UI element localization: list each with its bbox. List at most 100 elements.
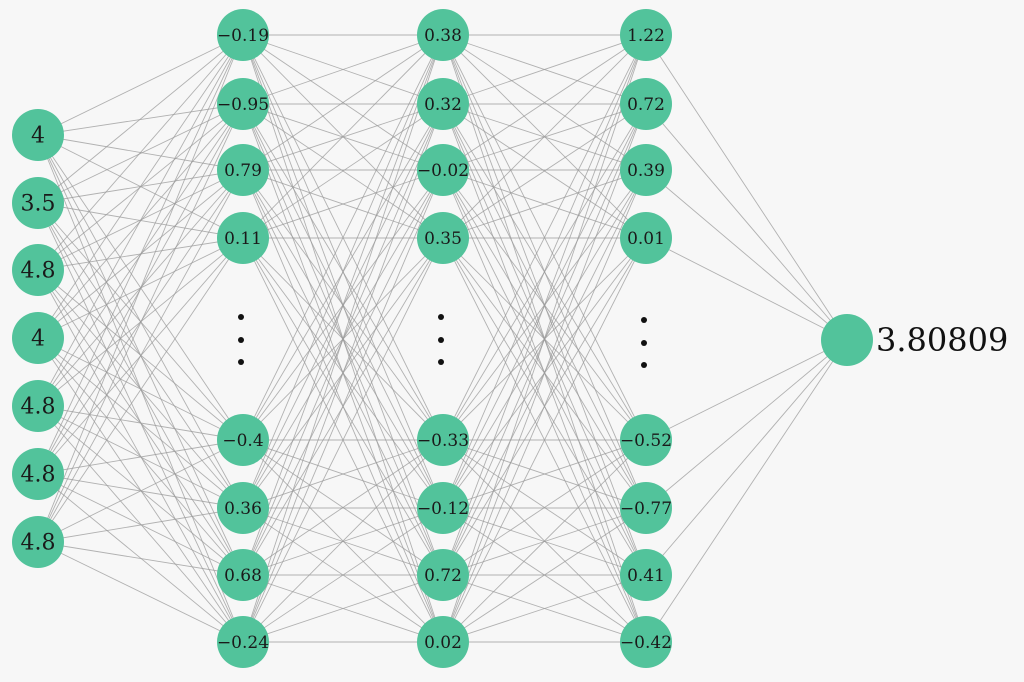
node-circle <box>12 448 64 500</box>
connection-edge <box>37 507 244 543</box>
connection-edge <box>442 34 647 576</box>
connection-edge <box>37 473 244 576</box>
node-value-label: 0.72 <box>424 566 462 586</box>
hidden-node: 0.32 <box>417 78 469 130</box>
connection-edge <box>442 507 647 643</box>
connection-edge <box>442 237 647 643</box>
node-circle <box>620 616 672 668</box>
node-value-label: 0.72 <box>627 95 665 115</box>
connection-edge <box>442 169 647 643</box>
ellipsis-dot <box>438 314 444 320</box>
ellipsis-dot <box>641 317 647 323</box>
connection-edge <box>37 34 244 475</box>
input-node: 4.8 <box>12 516 64 568</box>
node-circle <box>12 177 64 229</box>
connection-edge <box>442 103 647 239</box>
connection-edge <box>442 169 647 239</box>
output-node <box>821 314 873 366</box>
connection-edge <box>37 439 244 475</box>
connection-edge <box>442 34 647 105</box>
connection-edge <box>37 103 244 543</box>
connection-edge <box>37 34 244 543</box>
connection-edge <box>442 439 647 643</box>
node-value-label: 0.79 <box>224 161 262 181</box>
node-circle <box>417 414 469 466</box>
node-circle <box>620 144 672 196</box>
connection-edge <box>242 34 444 171</box>
ellipsis-dot <box>641 340 647 346</box>
hidden-node: 0.68 <box>217 549 269 601</box>
node-value-label: 0.11 <box>224 229 262 249</box>
hidden-node: 0.35 <box>417 212 469 264</box>
node-value-label: 0.01 <box>627 229 665 249</box>
input-node: 4.8 <box>12 244 64 296</box>
node-circle <box>417 482 469 534</box>
connection-edge <box>645 103 848 341</box>
connection-edge <box>242 34 444 643</box>
node-circle <box>217 482 269 534</box>
connection-edge <box>37 541 244 643</box>
hidden-node: −0.12 <box>417 482 469 534</box>
hidden-node: 1.22 <box>620 9 672 61</box>
connection-edge <box>242 34 444 509</box>
node-value-label: 0.38 <box>424 26 462 46</box>
node-value-label: 0.41 <box>627 566 665 586</box>
connection-edge <box>645 339 848 441</box>
ellipsis-dot <box>641 362 647 368</box>
node-value-label: 4.8 <box>21 395 56 420</box>
connection-edge <box>645 34 848 341</box>
node-value-label: −0.4 <box>222 431 263 451</box>
hidden-node: 0.11 <box>217 212 269 264</box>
connection-edge <box>37 439 244 543</box>
node-circle <box>620 9 672 61</box>
hidden-node: −0.24 <box>217 616 269 668</box>
connection-edge <box>645 339 848 576</box>
node-circle <box>417 549 469 601</box>
input-node: 4.8 <box>12 380 64 432</box>
ellipsis-dot <box>238 337 244 343</box>
connection-edge <box>442 574 647 643</box>
node-circle <box>217 549 269 601</box>
node-circle <box>417 144 469 196</box>
hidden-node: −0.42 <box>620 616 672 668</box>
connection-edge <box>442 34 647 643</box>
node-value-label: 0.36 <box>224 499 262 519</box>
hidden-node: 0.72 <box>620 78 672 130</box>
hidden-node: −0.95 <box>217 78 269 130</box>
node-value-label: 4.8 <box>21 259 56 284</box>
hidden-node: −0.52 <box>620 414 672 466</box>
connection-edge <box>37 337 244 441</box>
node-circle <box>217 414 269 466</box>
connection-edge <box>37 269 244 441</box>
hidden-node: −0.77 <box>620 482 672 534</box>
connection-edge <box>442 34 647 171</box>
node-circle <box>417 78 469 130</box>
connection-edge <box>37 473 244 643</box>
connection-edge <box>242 103 444 239</box>
connection-edge <box>242 507 444 643</box>
input-node: 4.8 <box>12 448 64 500</box>
node-circle <box>12 516 64 568</box>
node-circle <box>620 212 672 264</box>
hidden-node: −0.02 <box>417 144 469 196</box>
node-value-label: 4.8 <box>21 531 56 556</box>
node-value-label: 3.5 <box>21 192 56 217</box>
node-circle <box>620 78 672 130</box>
hidden-node: 0.79 <box>217 144 269 196</box>
connection-edge <box>242 574 444 643</box>
connection-edge <box>442 34 647 509</box>
node-circle <box>821 314 873 366</box>
node-value-label: −0.77 <box>620 499 672 519</box>
node-value-label: −0.33 <box>417 431 469 451</box>
ellipsis-dot <box>438 337 444 343</box>
connection-edge <box>37 34 244 271</box>
connection-edge <box>645 169 848 341</box>
hidden-node: 0.02 <box>417 616 469 668</box>
connection-edge <box>242 34 444 105</box>
node-value-label: 4.8 <box>21 463 56 488</box>
connection-edge <box>645 339 848 509</box>
node-circle <box>12 312 64 364</box>
output-value-label: 3.80809 <box>876 321 1008 359</box>
hidden-node: 0.41 <box>620 549 672 601</box>
node-circle <box>620 414 672 466</box>
